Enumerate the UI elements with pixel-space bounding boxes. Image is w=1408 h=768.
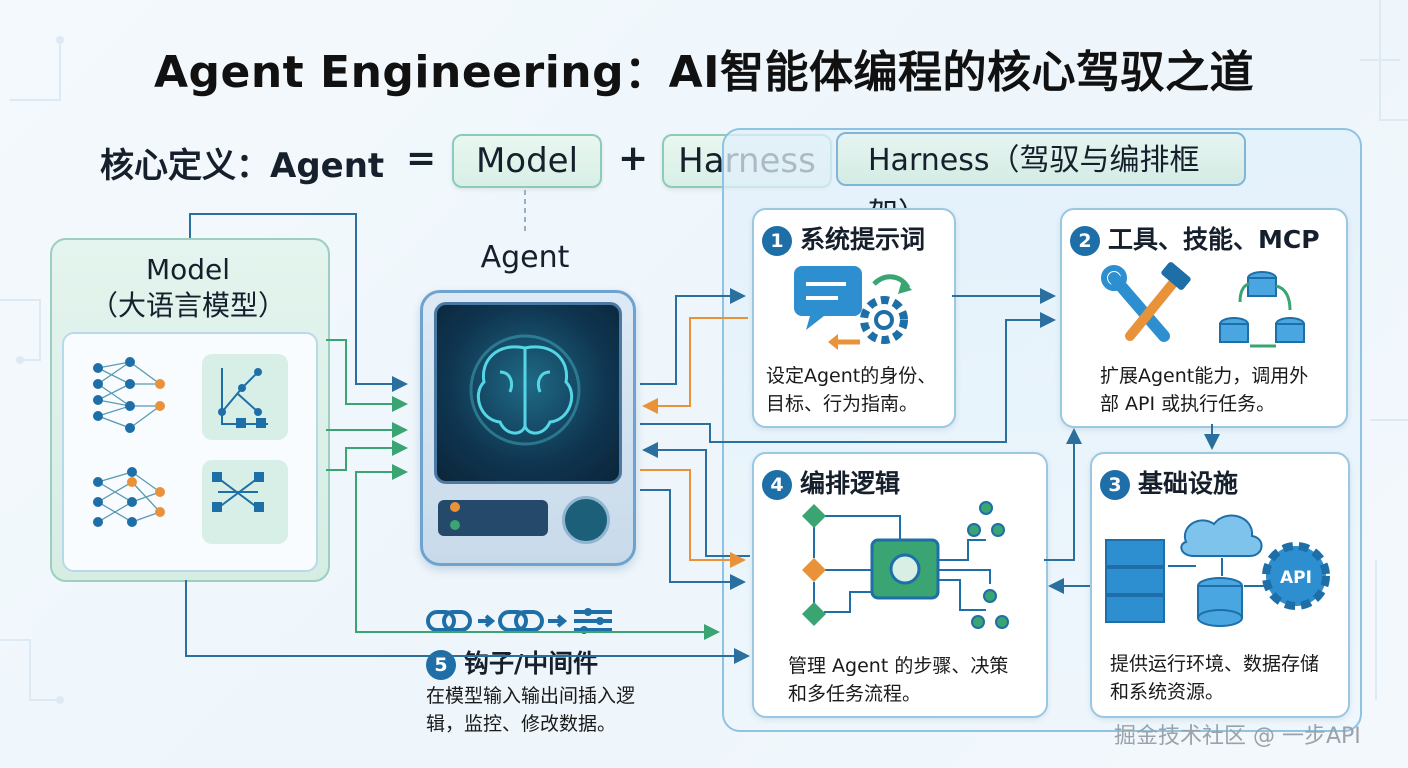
card-1-title: 1 系统提示词 (762, 220, 925, 256)
model-subtitle-text: （大语言模型） (89, 289, 286, 322)
card-1-title-text: 系统提示词 (800, 225, 926, 254)
equals-sign: = (406, 138, 437, 179)
card-2-number: 2 (1070, 226, 1100, 256)
card-4-desc-line2: 和多任务流程。 (788, 683, 922, 705)
card-3-desc: 提供运行环境、数据存储 和系统资源。 (1110, 650, 1319, 706)
card-1-desc-line2: 目标、行为指南。 (766, 393, 919, 415)
card-4-number: 4 (762, 470, 792, 500)
model-title: Model （大语言模型） (50, 252, 326, 324)
card-3-desc-line1: 提供运行环境、数据存储 (1110, 653, 1320, 675)
neural-network-icons (93, 357, 268, 527)
orchestration-flow-icon (802, 501, 1009, 629)
brain-icon (469, 334, 581, 446)
card-2-title: 2 工具、技能、MCP (1070, 220, 1320, 256)
agent-led-green (450, 520, 460, 530)
agent-led-orange (450, 502, 460, 512)
card-4-desc: 管理 Agent 的步骤、决策 和多任务流程。 (788, 652, 1008, 708)
card-1-desc: 设定Agent的身份、 目标、行为指南。 (766, 362, 936, 418)
definition-model-pill: Model (452, 134, 602, 188)
card-3-title: 3 基础设施 (1100, 464, 1238, 500)
card-system-prompt (752, 208, 956, 428)
model-title-text: Model (145, 253, 231, 286)
tools-database-icon (1101, 262, 1305, 348)
card-3-title-text: 基础设施 (1138, 469, 1239, 498)
card-3-number: 3 (1100, 470, 1130, 500)
card-2-desc-line1: 扩展Agent能力，调用外 (1100, 365, 1309, 387)
agent-knob (562, 496, 610, 544)
plus-sign: + (618, 138, 649, 179)
card-1-number: 1 (762, 226, 792, 256)
card-4-title-text: 编排逻辑 (800, 469, 901, 498)
card-2-desc-line2: 部 API 或执行任务。 (1100, 393, 1276, 415)
card-4-title: 4 编排逻辑 (762, 464, 900, 500)
card-1-desc-line1: 设定Agent的身份、 (766, 365, 937, 387)
page-title: Agent Engineering：AI智能体编程的核心驾驭之道 (153, 47, 1255, 98)
infrastructure-icon: API (1105, 514, 1330, 627)
api-badge-text: API (1280, 568, 1312, 588)
card-4-desc-line1: 管理 Agent 的步骤、决策 (788, 655, 1009, 677)
hooks-desc-line1: 在模型输入输出间插入逻 (426, 685, 636, 707)
definition-label: 核心定义：Agent (100, 146, 385, 186)
hooks-desc: 在模型输入输出间插入逻 辑，监控、修改数据。 (426, 682, 635, 738)
hooks-desc-line2: 辑，监控、修改数据。 (426, 713, 617, 735)
hooks-title-text: 钩子/中间件 (464, 649, 599, 678)
harness-header: Harness（驾驭与编排框架） (836, 132, 1246, 232)
chain-link-icons (426, 608, 612, 634)
agent-label: Agent (480, 240, 570, 275)
card-2-desc: 扩展Agent能力，调用外 部 API 或执行任务。 (1100, 362, 1308, 418)
card-2-title-text: 工具、技能、MCP (1108, 225, 1320, 254)
agent-screen (434, 302, 622, 484)
card-3-desc-line2: 和系统资源。 (1110, 681, 1225, 703)
chat-gear-icon (794, 266, 912, 350)
watermark: 掘金技术社区 @ 一步API (1114, 724, 1361, 749)
card-tools-skills-mcp (1060, 208, 1348, 428)
